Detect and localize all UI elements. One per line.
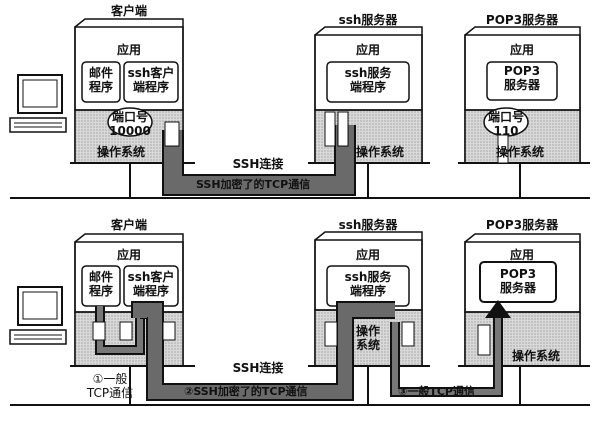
top-pop3-port-number: 端口号 110 — [487, 110, 524, 139]
bottom-step3-pipe — [390, 300, 511, 397]
bottom-ssh-server-program: ssh服务 端程序 — [344, 270, 392, 299]
top-ssh-os-label: 操作系统 — [355, 145, 405, 159]
bottom-pop3-app-label: 应用 — [509, 248, 535, 262]
bottom-step2-label: ②SSH加密了的TCP通信 — [184, 385, 308, 398]
top-client-host — [74, 18, 184, 164]
top-client-app-label: 应用 — [116, 43, 142, 57]
bottom-pop3-os-label: 操作系统 — [511, 349, 561, 363]
bottom-step3-label: ③一般TCP通信 — [398, 385, 475, 398]
bottom-pop3-server-title: POP3服务器 — [485, 218, 559, 232]
bottom-ssh-server-title: ssh服务器 — [338, 218, 398, 232]
top-ssh-server-program: ssh服务 端程序 — [344, 66, 392, 95]
top-client-os-label: 操作系统 — [96, 145, 146, 159]
bottom-ssh-client-program: ssh客户 端程序 — [127, 270, 175, 299]
top-ssh-connection-label: SSH连接 — [232, 157, 284, 171]
top-ssh-server-title: ssh服务器 — [338, 13, 398, 27]
bottom-ssh-connection-label: SSH连接 — [232, 361, 284, 375]
bottom-step2-tunnel — [131, 301, 395, 401]
bottom-step1-label: ①一般 TCP通信 — [86, 372, 134, 401]
bottom-client-app-label: 应用 — [116, 248, 142, 262]
top-client-port-number: 端口号 10000 — [109, 110, 151, 139]
top-pop3-app-label: 应用 — [509, 43, 535, 57]
top-pop3-os-label: 操作系统 — [495, 145, 545, 159]
top-client-computer-icon — [9, 74, 67, 133]
top-ssh-encrypted-label: SSH加密了的TCP通信 — [196, 178, 311, 191]
bottom-ssh-app-label: 应用 — [355, 248, 381, 262]
top-mail-program: 邮件 程序 — [88, 66, 113, 95]
bottom-client-computer-icon — [9, 286, 67, 345]
bottom-ssh-os-label: 操作 系统 — [355, 324, 380, 353]
bottom-pipe-cylinders — [92, 321, 491, 356]
top-pop3-server-title: POP3服务器 — [485, 13, 559, 27]
top-ssh-app-label: 应用 — [355, 43, 381, 57]
top-ssh-tunnel — [162, 125, 356, 196]
bottom-client-title: 客户端 — [110, 218, 148, 232]
arrow-up-icon — [485, 300, 511, 318]
bottom-pop3-server-program: POP3 服务器 — [499, 267, 537, 296]
top-client-title: 客户端 — [110, 4, 148, 18]
top-ssh-server-host — [314, 26, 423, 164]
top-pop3-server-program: POP3 服务器 — [503, 64, 541, 93]
bottom-mail-program: 邮件 程序 — [88, 270, 113, 299]
top-pop3-server-host — [464, 26, 581, 164]
top-ssh-client-program: ssh客户 端程序 — [127, 66, 175, 95]
top-pipe-cylinders — [164, 111, 509, 164]
